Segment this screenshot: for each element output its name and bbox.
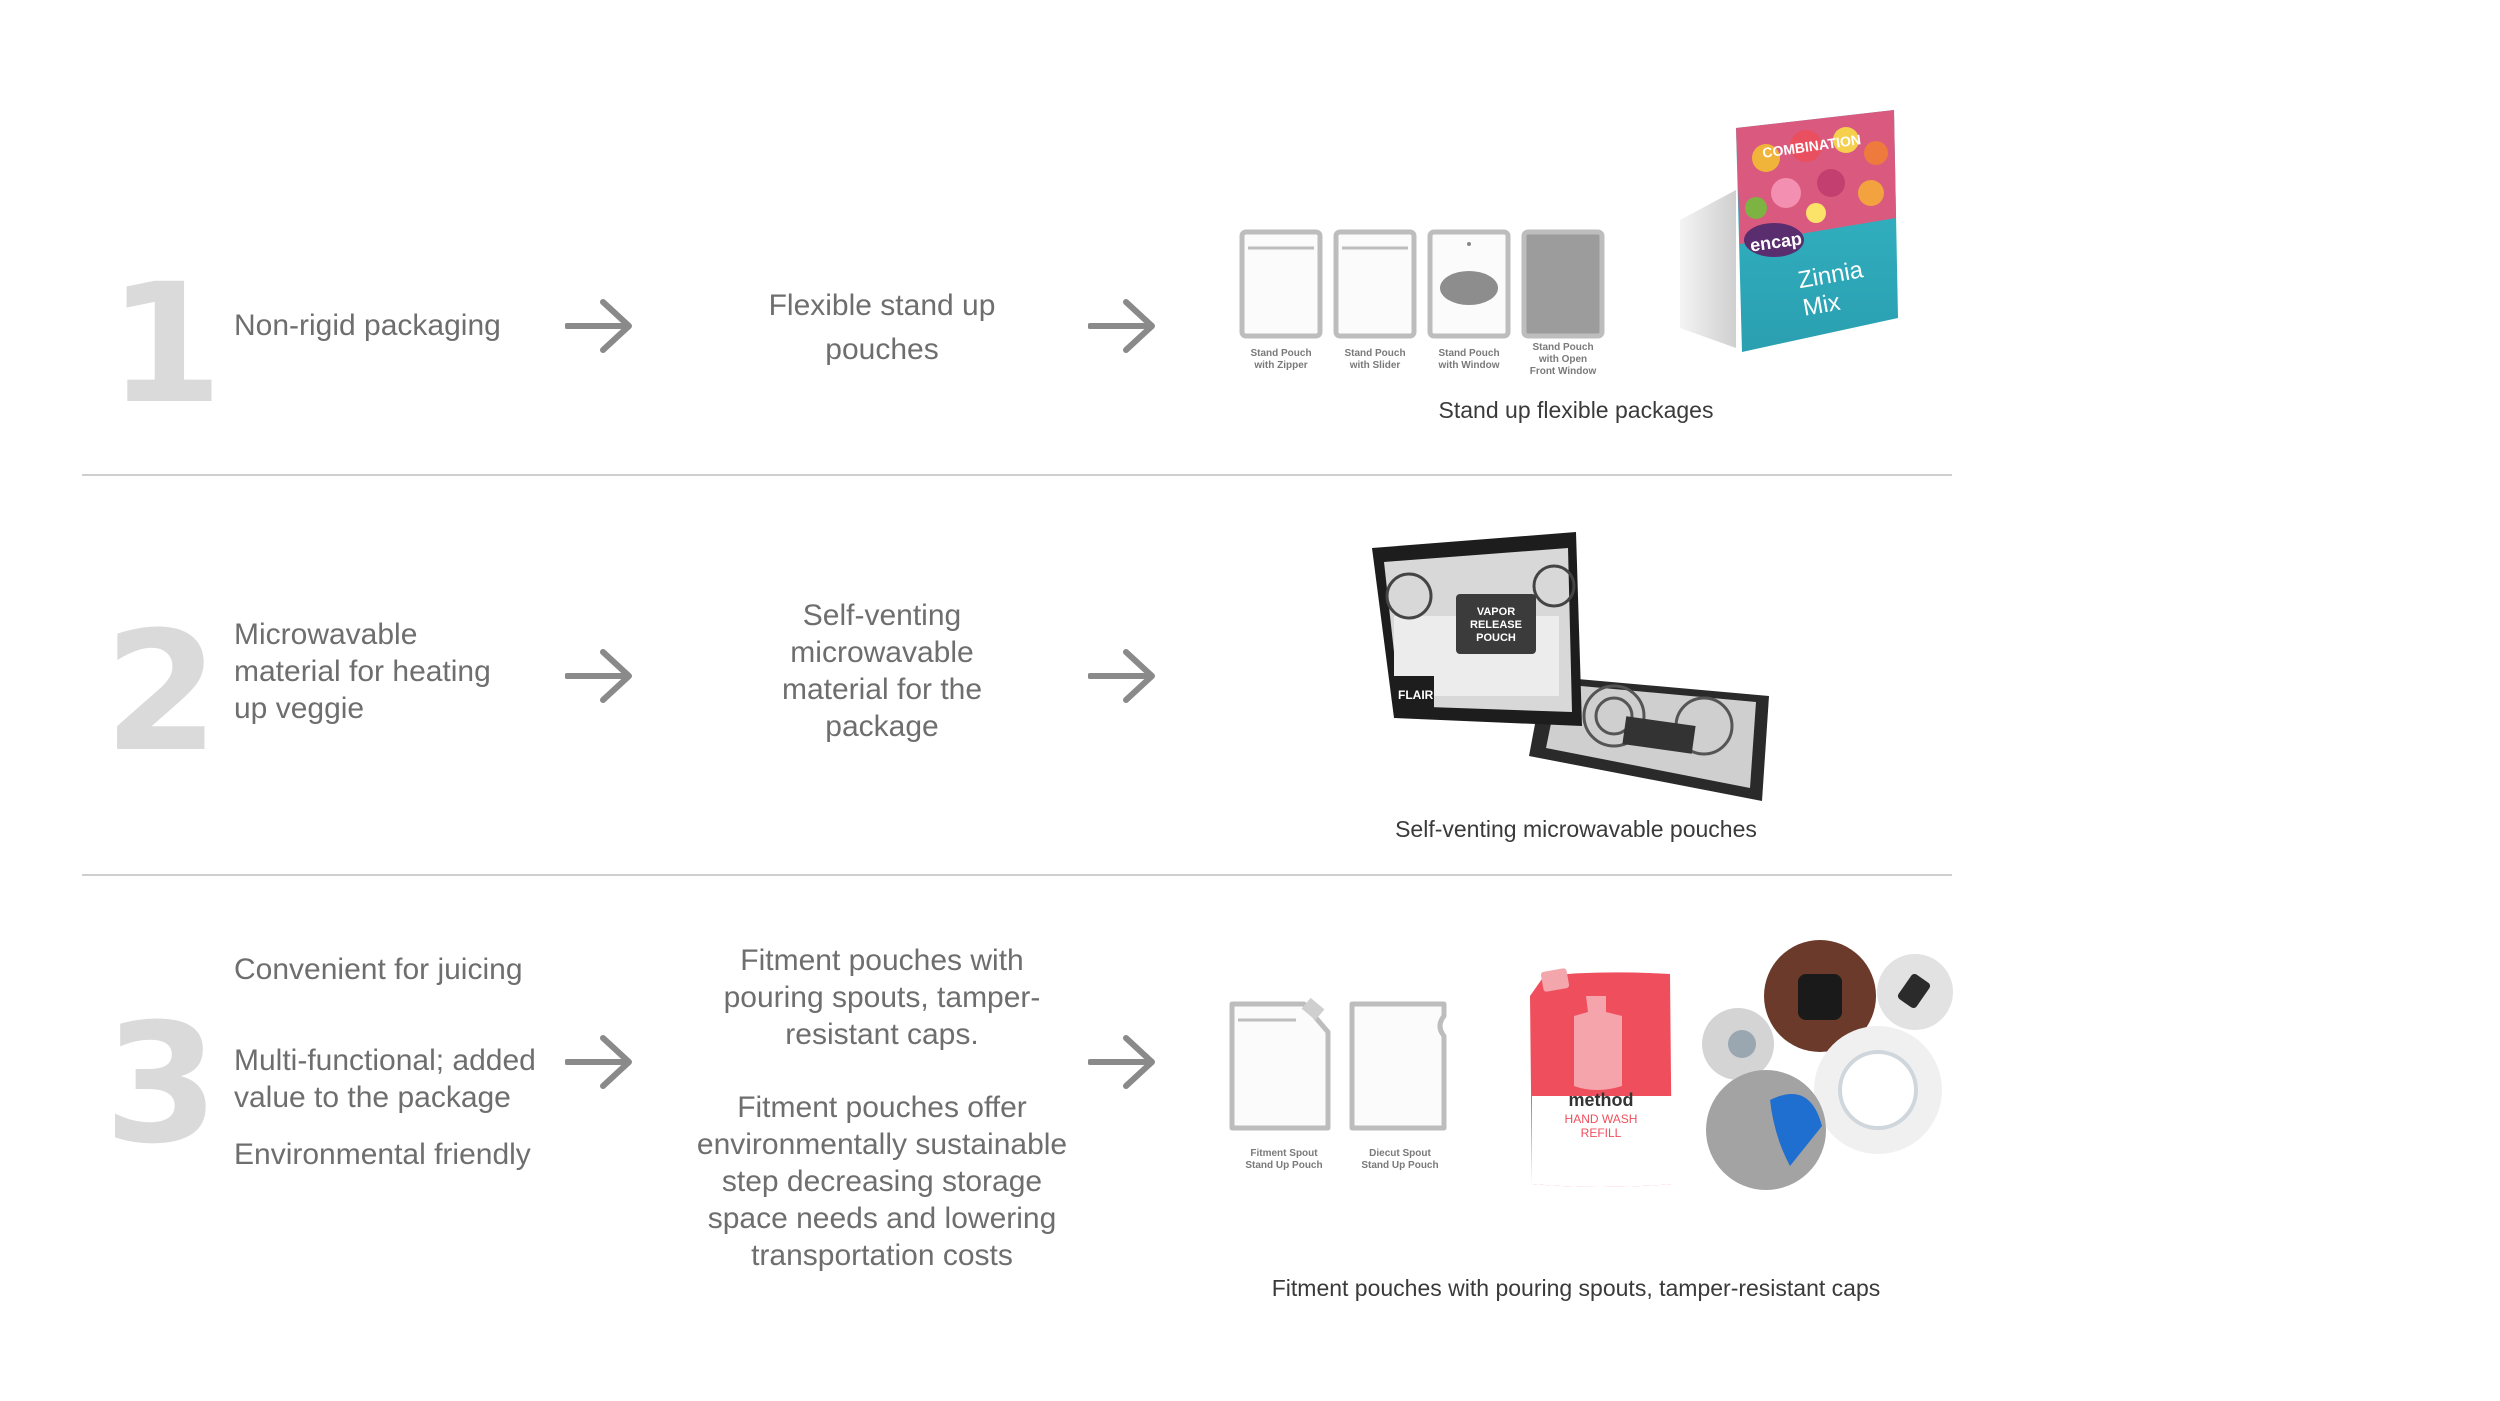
solution-line: resistant caps. bbox=[785, 1018, 979, 1051]
vapor-release-label: VAPOR RELEASE POUCH bbox=[1470, 606, 1522, 644]
row-1-caption: Stand up flexible packages bbox=[1438, 397, 1714, 423]
row-2-need: Microwavable material for heating up veg… bbox=[234, 616, 491, 727]
row-3-caption: Fitment pouches with pouring spouts, tam… bbox=[1271, 1275, 1881, 1301]
pouch-label-line: Stand Up Pouch bbox=[1245, 1160, 1323, 1171]
solution-line: pouring spouts, tamper- bbox=[723, 981, 1041, 1014]
pouch-label: Diecut Spout Stand Up Pouch bbox=[1340, 1148, 1460, 1172]
arrow-right-icon bbox=[1088, 299, 1155, 353]
need-line: material for heating bbox=[234, 655, 491, 688]
zinnia-mix-pouch: COMBINATION encap Zinnia Mix bbox=[1676, 108, 1906, 356]
arrow-right-icon bbox=[565, 299, 632, 353]
need-line: Convenient for juicing bbox=[234, 953, 523, 986]
arrow-right-icon bbox=[1088, 1035, 1155, 1089]
pouch-label: Stand Pouch with Zipper bbox=[1238, 348, 1324, 372]
need-line: Microwavable bbox=[234, 618, 418, 651]
row-2-solution: Self-venting microwavable material for t… bbox=[682, 597, 1082, 745]
row-1-solution: Flexible stand up pouches bbox=[682, 284, 1082, 372]
pouch-label-line: Stand Pouch bbox=[1344, 348, 1406, 359]
pouch-label-line: with Zipper bbox=[1254, 360, 1308, 371]
solution-line: Fitment pouches with bbox=[740, 944, 1024, 977]
hand-wash-label: HAND WASH bbox=[1564, 1112, 1638, 1126]
spout-pouch-outline-icons bbox=[1229, 997, 1447, 1131]
microwave-pouches-image: VAPOR RELEASE POUCH FLAIR bbox=[1364, 526, 1784, 806]
pouch-label-line: Diecut Spout bbox=[1369, 1148, 1431, 1159]
method-logo: method bbox=[1568, 1090, 1634, 1110]
pouch-outline-icons bbox=[1239, 229, 1605, 339]
pouch-label: Stand Pouch with Window bbox=[1426, 348, 1512, 372]
pouch-label: Stand Pouch with Slider bbox=[1332, 348, 1418, 372]
spout-caps-collage bbox=[1700, 940, 1960, 1200]
solution-line: microwavable bbox=[790, 636, 974, 669]
flair-logo: FLAIR bbox=[1398, 688, 1434, 702]
vapor-pouch-image bbox=[1372, 532, 1769, 801]
need-line: up veggie bbox=[234, 692, 365, 725]
arrow-right-icon bbox=[565, 1035, 632, 1089]
pouch-label-line: Front Window bbox=[1529, 366, 1597, 377]
solution-line: space needs and lowering bbox=[707, 1202, 1057, 1235]
spout-pouch-diagrams: Fitment Spout Stand Up Pouch Diecut Spou… bbox=[1224, 996, 1464, 1176]
cap-photo-circles bbox=[1702, 940, 1953, 1190]
solution-line: step decreasing storage bbox=[721, 1165, 1043, 1198]
solution-line: Self-venting bbox=[802, 599, 962, 632]
solution-line: material for the bbox=[781, 673, 983, 706]
pouch-label-line: Stand Pouch bbox=[1438, 348, 1500, 359]
row-3-solution: Fitment pouches with pouring spouts, tam… bbox=[678, 942, 1086, 1274]
row-1-number: 1 bbox=[108, 248, 223, 440]
solution-line: Flexible stand up bbox=[768, 289, 996, 322]
need-line: value to the package bbox=[234, 1081, 511, 1114]
seed-pouch-image bbox=[1680, 110, 1898, 352]
stand-pouch-diagrams: Stand Pouch with Zipper Stand Pouch with… bbox=[1238, 228, 1618, 378]
solution-line: package bbox=[825, 710, 939, 743]
need-line: Environmental friendly bbox=[234, 1138, 531, 1171]
need-line: Multi-functional; added bbox=[234, 1044, 536, 1077]
row-divider bbox=[82, 474, 1952, 476]
pouch-label-line: with Open bbox=[1538, 354, 1588, 365]
row-3-need: Convenient for juicing Multi-functional;… bbox=[234, 951, 536, 1173]
row-1-need: Non-rigid packaging bbox=[234, 309, 501, 342]
row-3-number: 3 bbox=[104, 988, 219, 1180]
pouch-label: Stand Pouch with Open Front Window bbox=[1520, 342, 1606, 378]
arrow-right-icon bbox=[565, 649, 632, 703]
solution-line: transportation costs bbox=[751, 1239, 1013, 1272]
solution-line: environmentally sustainable bbox=[696, 1128, 1068, 1161]
refill-label: REFILL bbox=[1580, 1126, 1622, 1140]
pouch-label-line: Fitment Spout bbox=[1250, 1148, 1318, 1159]
arrow-right-icon bbox=[1088, 649, 1155, 703]
row-divider bbox=[82, 874, 1952, 876]
pouch-label-line: Stand Up Pouch bbox=[1361, 1160, 1439, 1171]
row-2-caption: Self-venting microwavable pouches bbox=[1395, 816, 1757, 842]
solution-line: pouches bbox=[825, 333, 939, 366]
pouch-label-line: with Window bbox=[1438, 360, 1500, 371]
hand-wash-pouch-image bbox=[1530, 968, 1672, 1187]
pouch-label-line: Stand Pouch bbox=[1250, 348, 1312, 359]
pouch-label-line: Stand Pouch bbox=[1532, 342, 1594, 353]
method-refill-pouch: method HAND WASH REFILL bbox=[1526, 966, 1676, 1192]
pouch-label: Fitment Spout Stand Up Pouch bbox=[1224, 1148, 1344, 1172]
solution-line: Fitment pouches offer bbox=[737, 1091, 1027, 1124]
row-2-number: 2 bbox=[104, 596, 219, 788]
pouch-label-line: with Slider bbox=[1349, 360, 1401, 371]
